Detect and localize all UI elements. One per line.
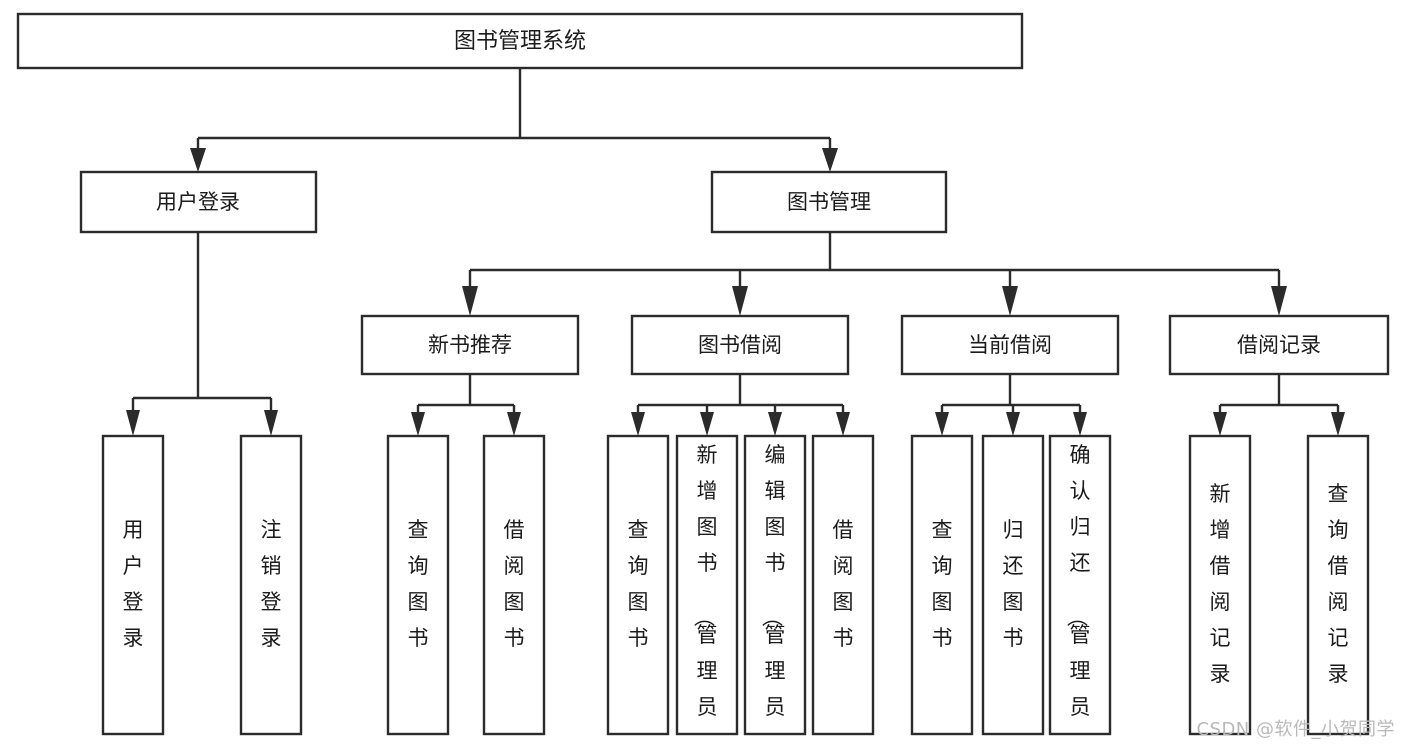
node-leaf-borrow-book-1-label: 借阅图书	[504, 518, 525, 650]
arrow-head-leaf-borrow-book-1	[507, 412, 521, 436]
arrow-head-leaf-borrow-book-2	[836, 412, 850, 436]
arrow-head-leaf-add-borrow-record	[1213, 412, 1227, 436]
node-user-login-label: 用户登录	[156, 190, 240, 214]
node-book-borrow-label: 图书借阅	[698, 333, 782, 357]
node-leaf-query-book-1-label: 查询图书	[408, 518, 429, 650]
node-leaf-logout-login-label: 注销登录	[261, 518, 282, 650]
arrow-head-borrow-record	[1271, 286, 1287, 316]
node-leaf-borrow-book-1-box[interactable]	[482, 434, 546, 736]
arrow-head-leaf-query-borrow-record	[1331, 412, 1345, 436]
node-book-borrow[interactable]: 图书借阅	[630, 314, 850, 376]
node-current-borrow[interactable]: 当前借阅	[900, 314, 1120, 376]
node-borrow-record-box[interactable]	[1168, 314, 1390, 376]
node-leaf-borrow-book-1[interactable]: 借阅图书	[482, 434, 546, 736]
node-borrow-record-label: 借阅记录	[1237, 333, 1321, 357]
node-leaf-user-login-label: 用户登录	[123, 518, 144, 650]
node-leaf-logout-login-box[interactable]	[239, 434, 303, 736]
node-root[interactable]: 图书管理系统	[16, 12, 1024, 70]
node-leaf-return-book-box[interactable]	[981, 434, 1045, 736]
node-leaf-query-book-2-box[interactable]	[606, 434, 670, 736]
node-leaf-logout-login[interactable]: 注销登录	[239, 434, 303, 736]
arrow-head-leaf-logout-login	[264, 410, 278, 436]
arrow-head-leaf-confirm-return-admin	[1073, 412, 1087, 436]
edge-layer	[126, 68, 1345, 436]
node-new-book-recommend[interactable]: 新书推荐	[360, 314, 580, 376]
node-leaf-add-book-admin[interactable]: 新增图书（管理员）	[675, 434, 739, 747]
node-leaf-add-book-admin-box[interactable]	[675, 434, 739, 736]
node-leaf-user-login-box[interactable]	[101, 434, 165, 736]
arrow-head-current-borrow	[1002, 286, 1018, 316]
node-root-box[interactable]	[16, 12, 1024, 70]
node-leaf-borrow-book-2-box[interactable]	[811, 434, 875, 736]
node-leaf-add-borrow-record-label: 新增借阅记录	[1210, 482, 1231, 686]
node-leaf-edit-book-admin-box[interactable]	[743, 434, 807, 736]
node-leaf-confirm-return-admin-label: 确认归还（管理员）	[1065, 443, 1091, 747]
arrow-head-leaf-edit-book-admin	[768, 412, 782, 436]
node-user-login-box[interactable]	[79, 170, 318, 234]
node-leaf-add-borrow-record-box[interactable]	[1188, 434, 1252, 736]
node-leaf-borrow-book-2-label: 借阅图书	[833, 518, 854, 650]
node-leaf-borrow-book-2[interactable]: 借阅图书	[811, 434, 875, 736]
node-borrow-record[interactable]: 借阅记录	[1168, 314, 1390, 376]
arrow-head-leaf-add-book-admin	[700, 412, 714, 436]
node-leaf-add-borrow-record[interactable]: 新增借阅记录	[1188, 434, 1252, 736]
node-leaf-edit-book-admin-label: 编辑图书（管理员）	[760, 443, 786, 747]
csdn-watermark: CSDN @软件_小贺同学	[1196, 719, 1395, 740]
node-leaf-return-book[interactable]: 归还图书	[981, 434, 1045, 736]
node-leaf-return-book-label: 归还图书	[1003, 518, 1024, 650]
arrow-head-new-book-recommend	[462, 286, 478, 316]
node-leaf-query-book-1-box[interactable]	[386, 434, 450, 736]
node-leaf-query-borrow-record[interactable]: 查询借阅记录	[1306, 434, 1370, 736]
arrow-head-book-borrow	[732, 286, 748, 316]
node-root-label: 图书管理系统	[454, 29, 586, 54]
node-leaf-query-book-3[interactable]: 查询图书	[910, 434, 974, 736]
arrow-head-leaf-return-book	[1006, 412, 1020, 436]
node-leaf-query-book-2-label: 查询图书	[628, 518, 649, 650]
node-leaf-edit-book-admin[interactable]: 编辑图书（管理员）	[743, 434, 807, 747]
node-leaf-query-book-3-box[interactable]	[910, 434, 974, 736]
node-current-borrow-label: 当前借阅	[968, 333, 1052, 357]
node-leaf-query-book-1[interactable]: 查询图书	[386, 434, 450, 736]
arrow-head-leaf-user-login	[126, 410, 140, 436]
node-leaf-query-book-2[interactable]: 查询图书	[606, 434, 670, 736]
node-current-borrow-box[interactable]	[900, 314, 1120, 376]
node-leaf-query-book-3-label: 查询图书	[932, 518, 953, 650]
node-leaf-query-borrow-record-box[interactable]	[1306, 434, 1370, 736]
node-leaf-add-book-admin-label: 新增图书（管理员）	[692, 443, 718, 747]
node-leaf-user-login[interactable]: 用户登录	[101, 434, 165, 736]
node-leaf-query-borrow-record-label: 查询借阅记录	[1328, 482, 1349, 686]
node-new-book-recommend-label: 新书推荐	[428, 333, 512, 357]
arrow-head-leaf-query-book-3	[935, 412, 949, 436]
node-book-manage-label: 图书管理	[787, 190, 871, 214]
node-leaf-confirm-return-admin[interactable]: 确认归还（管理员）	[1048, 434, 1112, 747]
node-user-login[interactable]: 用户登录	[79, 170, 318, 234]
node-book-manage-box[interactable]	[710, 170, 948, 234]
arrow-head-book-manage	[822, 148, 838, 172]
arrow-head-leaf-query-book-2	[631, 412, 645, 436]
arrow-head-user-login	[190, 148, 206, 172]
node-leaf-confirm-return-admin-box[interactable]	[1048, 434, 1112, 736]
node-book-manage[interactable]: 图书管理	[710, 170, 948, 234]
node-new-book-recommend-box[interactable]	[360, 314, 580, 376]
arrow-head-leaf-query-book-1	[411, 412, 425, 436]
node-book-borrow-box[interactable]	[630, 314, 850, 376]
